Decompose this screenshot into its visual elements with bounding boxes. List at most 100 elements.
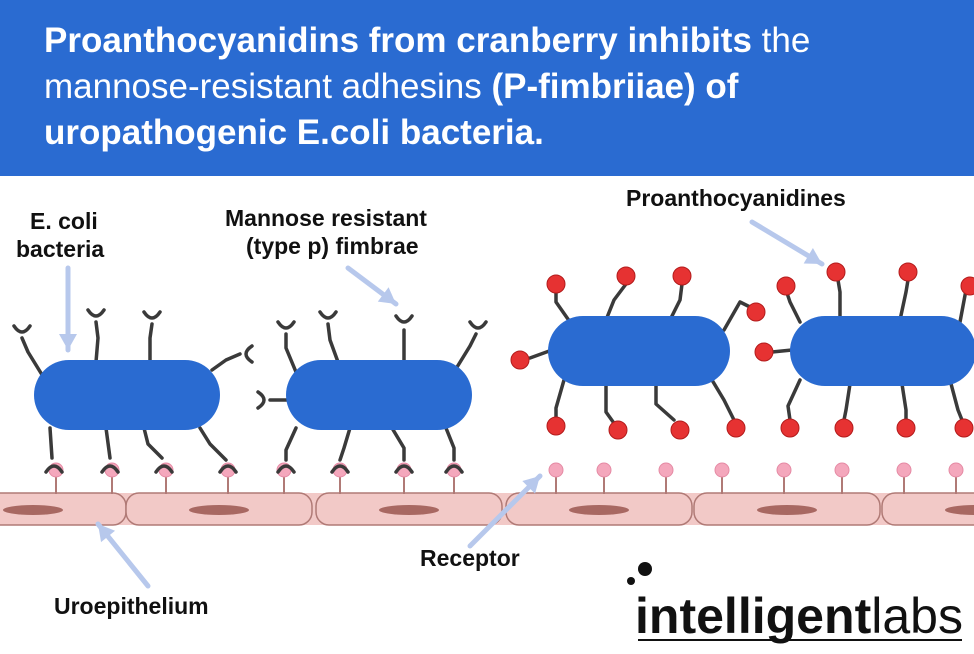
fimbria-adhesin-tip: [100, 464, 120, 474]
receptor: [834, 462, 850, 478]
fimbria-adhesin-tip: [86, 308, 106, 318]
page-title: Proanthocyanidins from cranberry inhibit…: [44, 18, 944, 156]
fimbria: [948, 378, 964, 422]
proanthocyanidin-molecule: [546, 416, 566, 436]
arrow-to-fimbrae-head: [377, 287, 396, 304]
cell-nucleus: [3, 505, 63, 515]
label-receptor: Receptor: [420, 545, 520, 571]
receptor-group: [48, 462, 964, 494]
label-ecoli-line1: E. coli: [30, 208, 98, 234]
arrow-to-ecoli-head: [59, 334, 77, 350]
label-fimbrae-line1: Mannose resistant: [225, 205, 427, 231]
proanthocyanidin-molecule: [898, 262, 918, 282]
fimbria: [654, 382, 676, 422]
proanthocyanidin-molecule: [608, 420, 628, 440]
logo-dot-large: [638, 562, 652, 576]
epithelial-cell: [881, 492, 974, 526]
proanthocyanidin-molecule: [672, 266, 692, 286]
fimbria: [390, 426, 406, 462]
fimbria: [710, 378, 736, 422]
fimbria: [284, 332, 298, 374]
fimbria: [142, 426, 164, 460]
arrow-to-receptor-head: [522, 476, 540, 494]
fimbria: [198, 426, 228, 462]
fimbria: [898, 278, 910, 322]
title-part-regular: the mannose-resistant adhesins: [44, 21, 811, 106]
label-ecoli-line2: bacteria: [16, 236, 104, 262]
arrow-to-proanthocyanidines-head: [803, 248, 822, 264]
label-proanthocyanidines: Proanthocyanidines: [626, 185, 846, 211]
logo-text-intelligent: intelligent: [635, 588, 872, 644]
bacteria-group: [12, 262, 974, 474]
arrow-group: [59, 219, 825, 589]
fimbria: [958, 288, 968, 324]
fimbria-adhesin-tip: [256, 390, 266, 410]
title-banner: Proanthocyanidins from cranberry inhibit…: [0, 0, 974, 176]
intelligentlabs-logo: intelligentlabs: [627, 562, 963, 644]
cell-nucleus: [945, 505, 974, 515]
arrow-to-uroepithelium-head: [98, 524, 116, 543]
fimbria-adhesin-tip: [154, 464, 174, 474]
ecoli-bacterium-4: [790, 316, 974, 386]
fimbria-adhesin-tip: [276, 464, 296, 474]
label-uroepithelium: Uroepithelium: [54, 593, 209, 619]
fimbria: [20, 336, 46, 380]
arrow-to-receptor-shaft: [467, 473, 543, 549]
ecoli-bacterium-1: [34, 360, 220, 430]
title-part-bold-1: Proanthocyanidins from cranberry inhibit…: [44, 21, 752, 60]
fimbria: [604, 382, 618, 428]
receptor: [714, 462, 730, 478]
fimbria: [284, 426, 298, 462]
ecoli-bacterium-3: [548, 316, 730, 386]
proanthocyanidin-molecule: [776, 276, 796, 296]
fimbria: [210, 352, 242, 372]
fimbria: [48, 426, 54, 460]
fimbria-adhesin-tip: [44, 464, 64, 474]
receptor: [776, 462, 792, 478]
cell-nucleus: [189, 505, 249, 515]
logo-text-labs: labs: [871, 588, 963, 644]
fimbria: [444, 426, 456, 462]
proanthocyanidin-molecule: [954, 418, 974, 438]
proanthocyanidin-molecule: [826, 262, 846, 282]
proanthocyanidin-molecule: [546, 274, 566, 294]
label-fimbrae-line2: (type p) fimbrae: [246, 233, 419, 259]
fimbria-adhesin-tip: [394, 464, 414, 474]
fimbria-adhesin-tip: [318, 310, 338, 320]
fimbria: [326, 322, 340, 364]
title-part-bold-2: (P-fimbriiae) of uropathogenic E.coli ba…: [44, 67, 739, 152]
fimbria: [842, 382, 852, 422]
fimbria-adhesin-tip: [218, 464, 238, 474]
fimbria-adhesin-tip: [142, 310, 162, 320]
fimbria: [604, 282, 628, 322]
fimbria: [900, 382, 908, 422]
cell-nucleus: [569, 505, 629, 515]
fimbria-adhesin-tip: [330, 464, 350, 474]
logo-dot-small: [627, 577, 635, 585]
receptor: [896, 462, 912, 478]
fimbria: [770, 348, 794, 354]
proanthocyanidin-molecule: [510, 350, 530, 370]
logo-wordmark: intelligentlabs: [635, 588, 963, 644]
proanthocyanidin-molecule: [670, 420, 690, 440]
uroepithelium-cells: [0, 492, 974, 526]
proanthocyanidin-molecule: [726, 418, 746, 438]
receptor: [548, 462, 564, 478]
receptor: [948, 462, 964, 478]
fimbria: [338, 426, 352, 462]
cell-nucleus: [379, 505, 439, 515]
fimbria: [668, 282, 684, 322]
fimbria-adhesin-tip: [244, 344, 254, 364]
receptor: [596, 462, 612, 478]
proanthocyanidin-molecule: [616, 266, 636, 286]
fimbria: [148, 322, 154, 364]
proanthocyanidin-molecule: [746, 302, 766, 322]
fimbria-adhesin-tip: [12, 324, 32, 334]
fimbria: [94, 320, 100, 364]
proanthocyanidin-molecule: [754, 342, 774, 362]
ecoli-bacterium-2: [286, 360, 472, 430]
proanthocyanidin-molecule: [834, 418, 854, 438]
proanthocyanidin-molecule: [896, 418, 916, 438]
fimbria: [554, 378, 566, 422]
